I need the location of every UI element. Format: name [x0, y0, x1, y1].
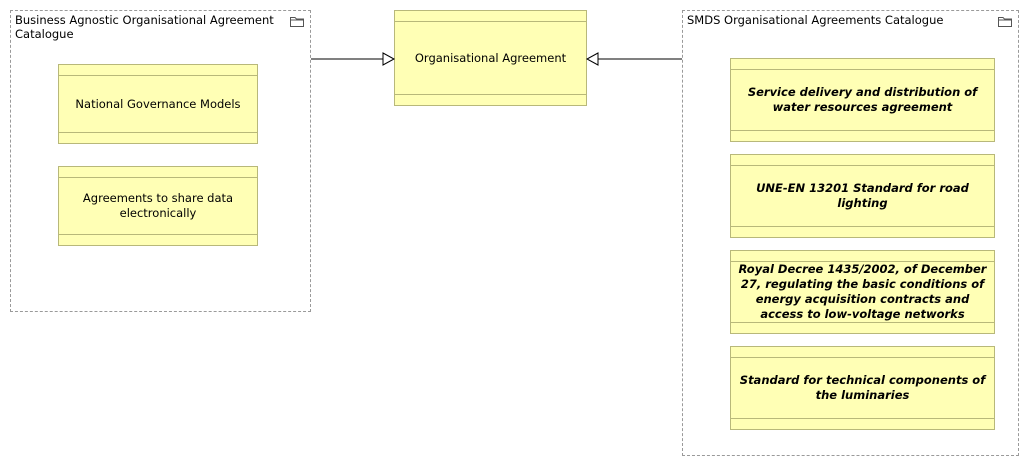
organisational-agreement-element[interactable]: Organisational Agreement	[394, 10, 587, 106]
group-title: SMDS Organisational Agreements Catalogue	[687, 13, 944, 27]
element-bottom-band	[731, 130, 994, 141]
element-label: National Governance Models	[75, 96, 241, 111]
royal-decree-element[interactable]: Royal Decree 1435/2002, of December 27, …	[730, 250, 995, 334]
water-resources-agreement-element[interactable]: Service delivery and distribution of wat…	[730, 58, 995, 142]
element-label: Service delivery and distribution of wat…	[747, 85, 978, 114]
element-bottom-band	[395, 94, 586, 105]
element-top-band	[731, 59, 994, 70]
business-agnostic-catalogue-group[interactable]: Business Agnostic Organisational Agreeme…	[10, 10, 311, 312]
element-bottom-band	[59, 234, 257, 245]
element-bottom-band	[731, 226, 994, 237]
road-lighting-standard-element[interactable]: UNE-EN 13201 Standard for road lighting	[730, 154, 995, 238]
element-top-band	[731, 251, 994, 262]
folder-icon	[290, 17, 304, 27]
group-title: Business Agnostic Organisational Agreeme…	[15, 13, 274, 41]
element-label: Agreements to share data electronically	[82, 191, 234, 220]
element-top-band	[395, 11, 586, 22]
specialization-connector-right[interactable]	[585, 52, 682, 66]
agreements-share-data-element[interactable]: Agreements to share data electronically	[58, 166, 258, 246]
element-bottom-band	[59, 132, 257, 143]
element-label: Standard for technical components of the…	[739, 373, 986, 402]
element-top-band	[59, 167, 257, 178]
element-top-band	[59, 65, 257, 76]
national-governance-models-element[interactable]: National Governance Models	[58, 64, 258, 144]
element-label: UNE-EN 13201 Standard for road lighting	[756, 181, 969, 210]
element-label: Organisational Agreement	[414, 50, 567, 65]
element-bottom-band	[731, 322, 994, 333]
element-bottom-band	[731, 418, 994, 429]
folder-icon	[998, 17, 1012, 27]
specialization-connector-left[interactable]	[311, 52, 396, 66]
element-top-band	[731, 155, 994, 166]
luminaries-standard-element[interactable]: Standard for technical components of the…	[730, 346, 995, 430]
element-top-band	[731, 347, 994, 358]
element-label: Royal Decree 1435/2002, of December 27, …	[738, 262, 987, 321]
